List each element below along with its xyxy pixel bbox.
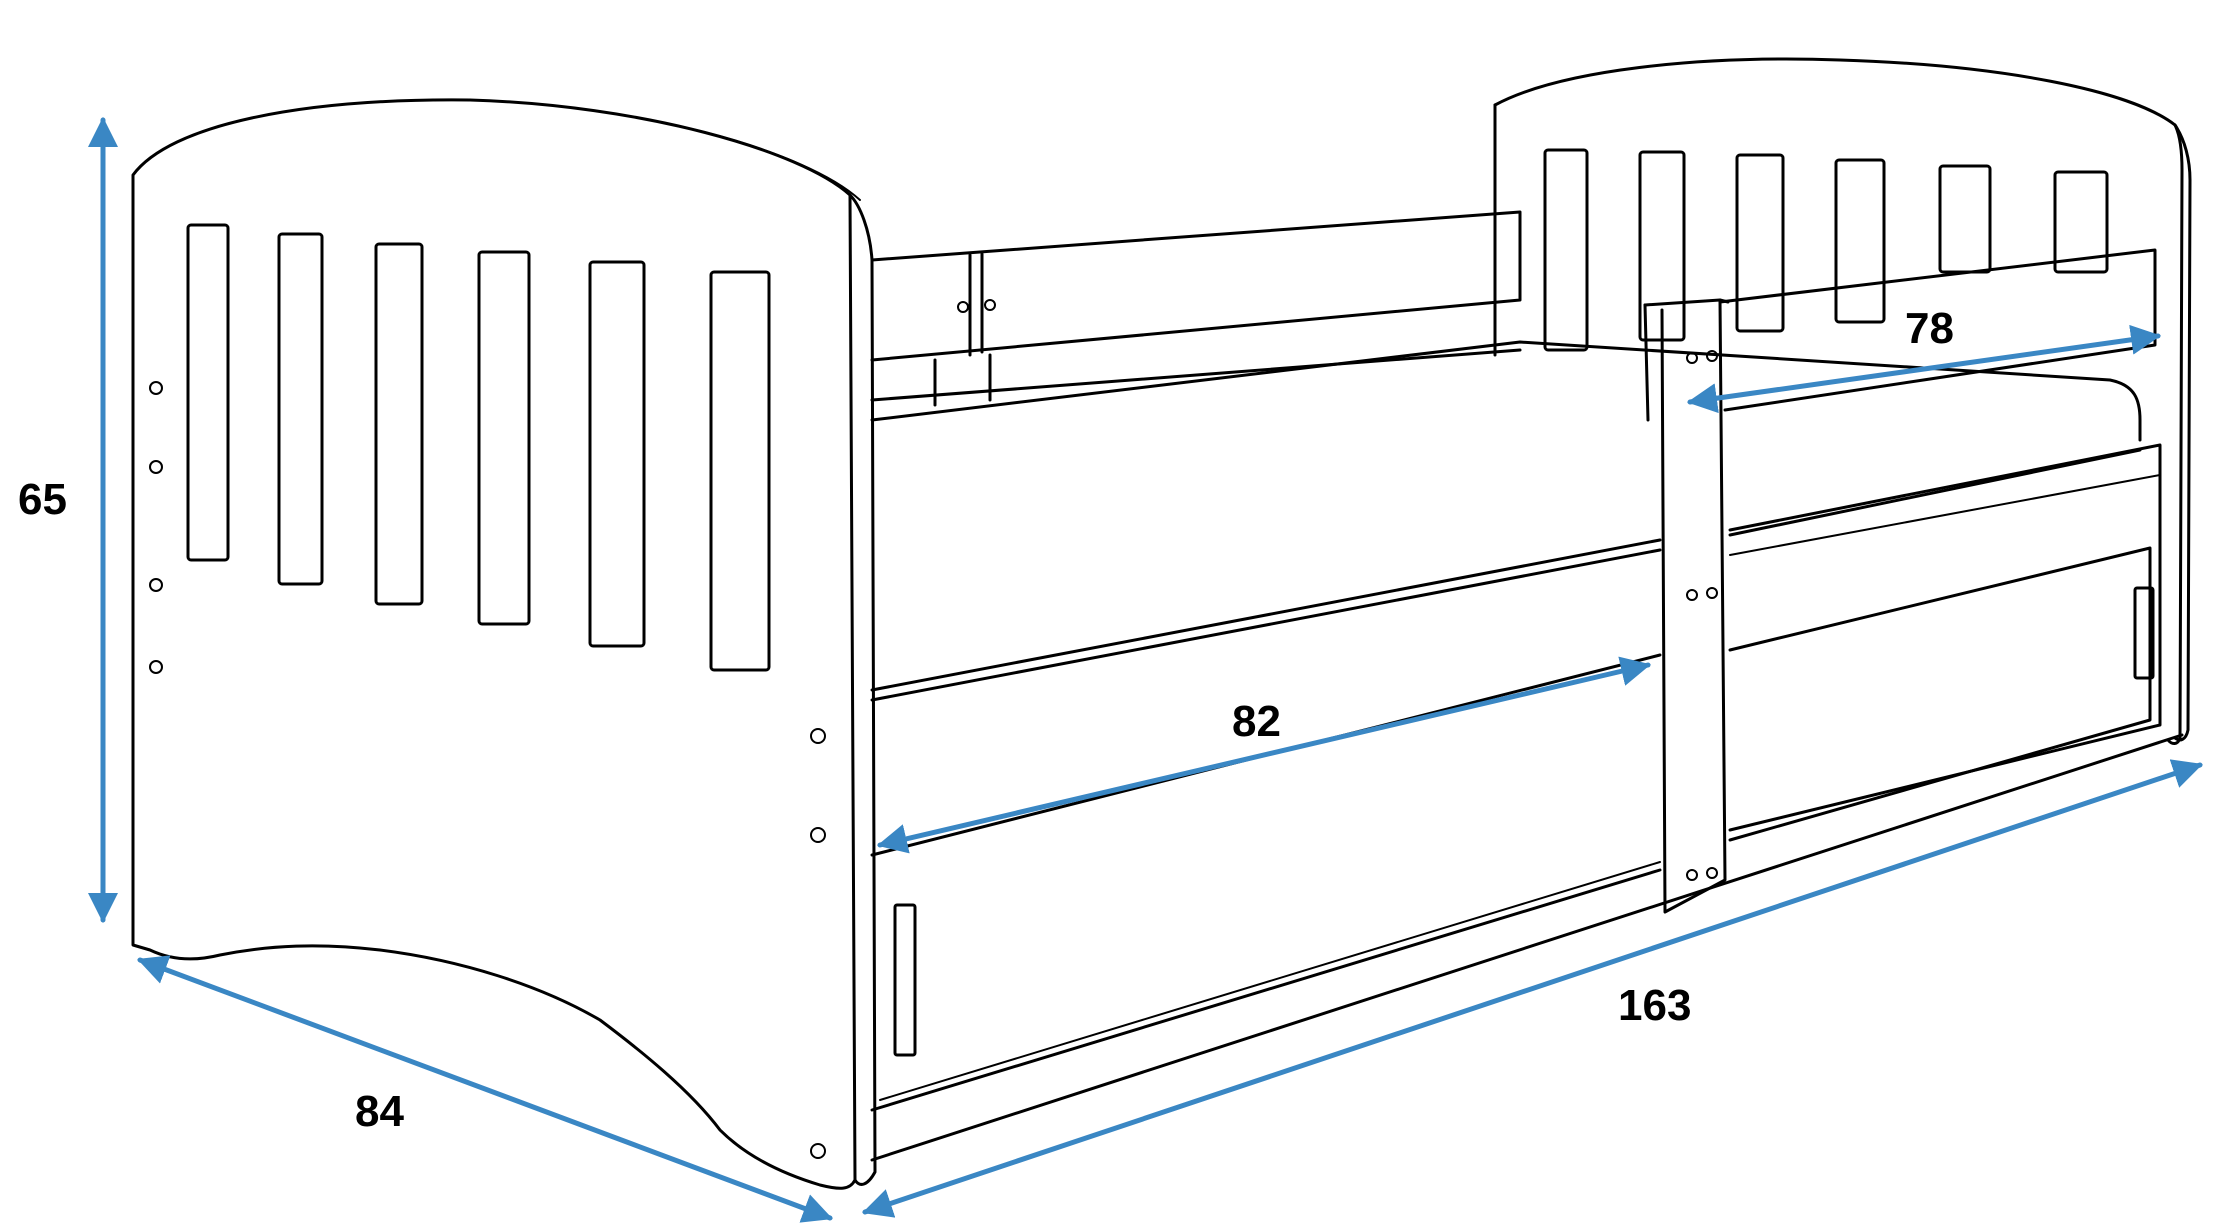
guard-post	[1643, 298, 1730, 914]
back-rail	[870, 210, 1522, 407]
back-headboard	[1493, 57, 2192, 745]
dimension-label-side-rail: 82	[1232, 697, 1281, 746]
screws-right	[810, 728, 826, 1159]
front-headboard	[131, 98, 877, 1190]
back-slots	[1543, 148, 2109, 352]
mattress	[870, 340, 2142, 692]
dimension-arrow-side-rail	[877, 656, 1651, 854]
headboard-slots	[186, 223, 771, 672]
dimension-label-guard-rail: 78	[1905, 304, 1954, 353]
screws-left	[149, 381, 163, 674]
dimension-label-height: 65	[18, 475, 67, 524]
dimension-arrow-guard-rail	[1687, 324, 2161, 414]
dimension-label-depth: 84	[355, 1087, 404, 1136]
dimension-label-length: 163	[1618, 981, 1692, 1030]
dimension-arrow-depth	[137, 955, 833, 1223]
dimension-arrow-length	[862, 759, 2203, 1218]
drawer	[870, 546, 2184, 1162]
